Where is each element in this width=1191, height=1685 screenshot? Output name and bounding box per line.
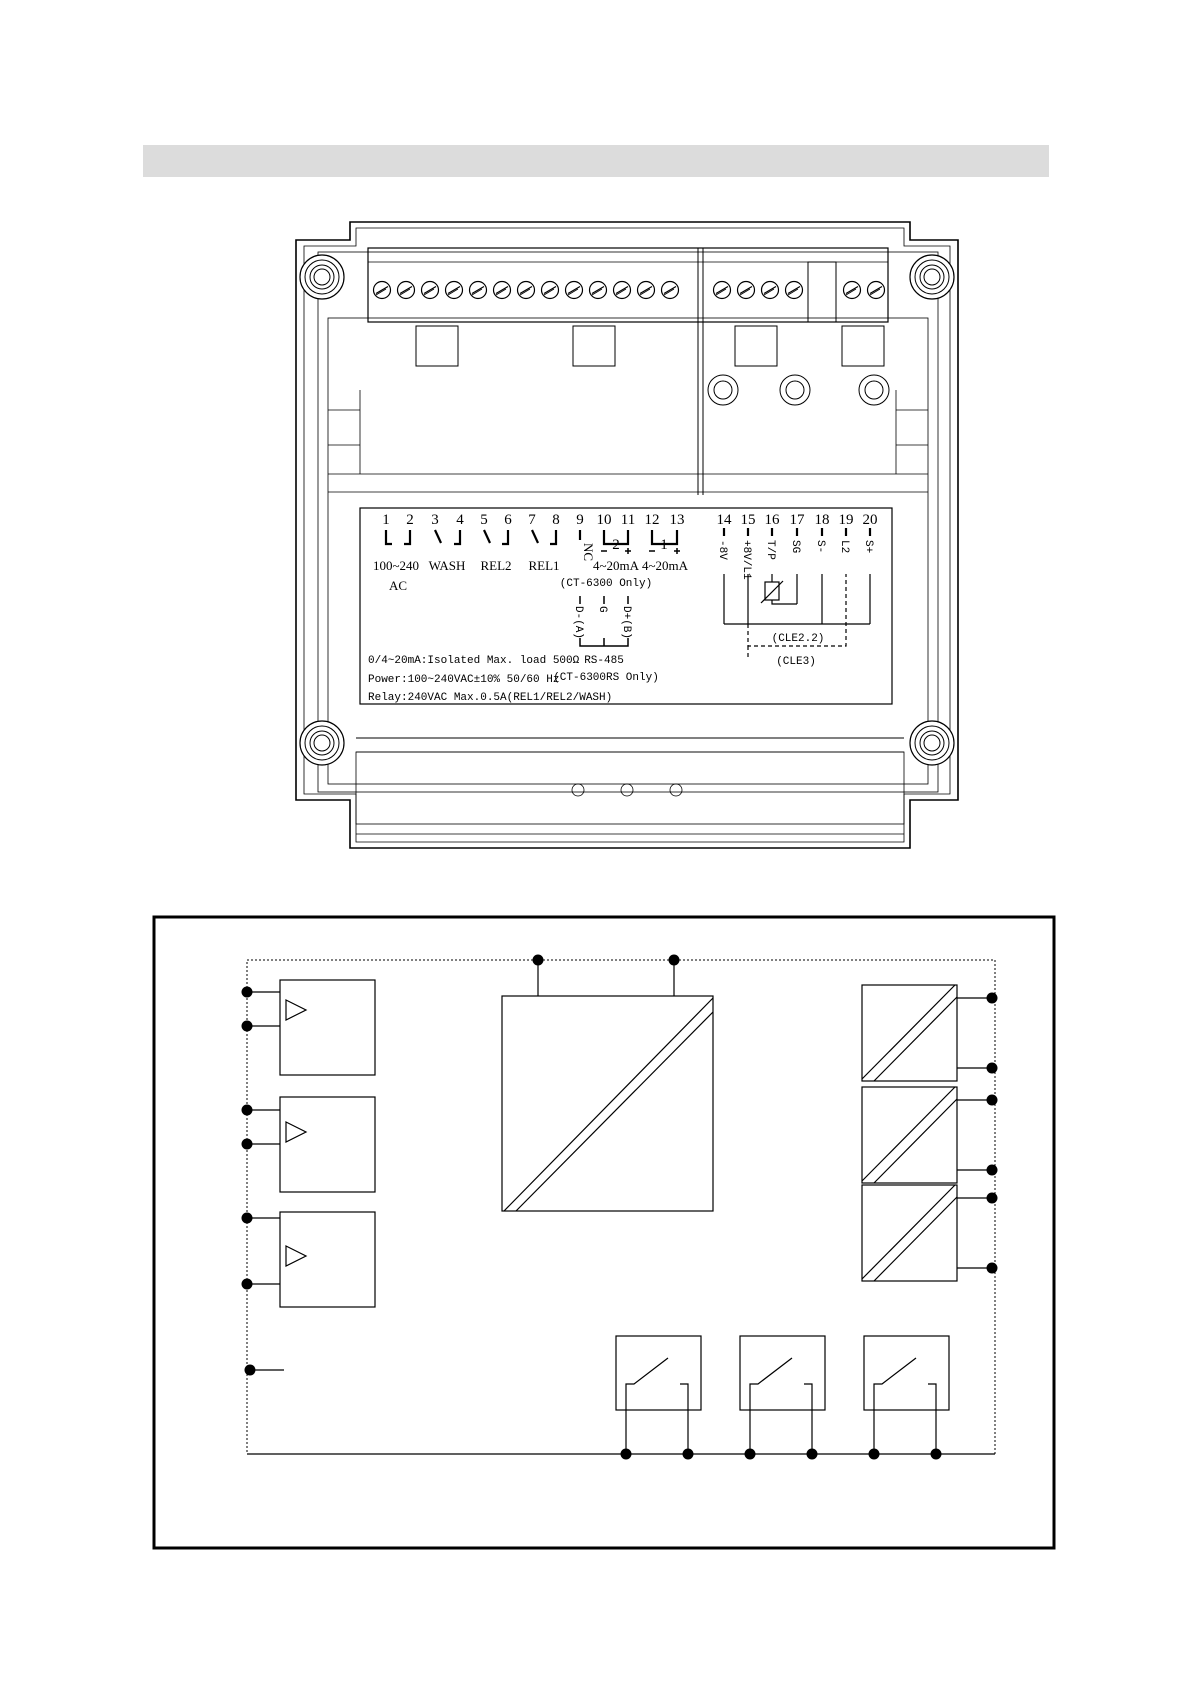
- terminal-dot: [745, 1449, 756, 1460]
- ct6300rs-only-label: (CT-6300RS Only): [553, 672, 659, 684]
- screw-icon: [714, 282, 731, 299]
- terminal-number: 7: [528, 512, 536, 528]
- screw-icon: [446, 282, 463, 299]
- terminal-16-label: T/P: [764, 540, 776, 560]
- terminal-number: 11: [621, 512, 635, 528]
- screw-icon: [494, 282, 511, 299]
- terminal-19-label: L2: [838, 540, 850, 553]
- screw-icon: [422, 282, 439, 299]
- terminal-number: 6: [504, 512, 512, 528]
- terminal-number: 4: [456, 512, 464, 528]
- terminal-number: 18: [815, 512, 830, 528]
- rs485-db-label: D+(B): [620, 606, 632, 639]
- terminal-dot: [987, 993, 998, 1004]
- terminal-dot: [869, 1449, 880, 1460]
- terminal-17-label: SG: [789, 540, 801, 553]
- rel1-label: REL1: [528, 558, 559, 573]
- screw-icon: [762, 282, 779, 299]
- terminal-dot: [533, 955, 544, 966]
- output-1-label: 4~20mA: [642, 558, 689, 573]
- terminal-number: 1: [382, 512, 390, 528]
- note-output-load: 0/4~20mA:Isolated Max. load 500Ω: [368, 655, 580, 667]
- power-ac-label: AC: [389, 578, 407, 593]
- block-diagram-frame: [154, 917, 1054, 1548]
- terminal-number: 12: [645, 512, 660, 528]
- corner-screw-icon: [910, 721, 954, 765]
- terminal-dot: [683, 1449, 694, 1460]
- screw-icon: [844, 282, 861, 299]
- corner-screw-icon: [300, 721, 344, 765]
- wash-label: WASH: [429, 558, 466, 573]
- terminal-dot: [987, 1095, 998, 1106]
- terminal-dot: [669, 955, 680, 966]
- screw-icon: [518, 282, 535, 299]
- screw-icon: [614, 282, 631, 299]
- screw-icon: [638, 282, 655, 299]
- note-power: Power:100~240VAC±10% 50/60 Hz: [368, 674, 559, 686]
- terminal-20-label: S+: [862, 540, 874, 553]
- rel2-label: REL2: [480, 558, 511, 573]
- rs485-label: RS-485: [584, 655, 624, 667]
- terminal-dot: [242, 1139, 253, 1150]
- screw-icon: [542, 282, 559, 299]
- rs485-g-label: G: [596, 606, 608, 613]
- terminal-14-label: -8V: [716, 540, 728, 560]
- terminal-dot: [987, 1165, 998, 1176]
- output-2-label: 4~20mA: [593, 558, 640, 573]
- terminal-number: 13: [670, 512, 685, 528]
- cle22-label: (CLE2.2): [772, 633, 825, 645]
- corner-screw-icon: [910, 255, 954, 299]
- terminal-number: 3: [431, 512, 439, 528]
- terminal-dot: [987, 1193, 998, 1204]
- terminal-number: 17: [790, 512, 806, 528]
- terminal-15-label: +8V/L1: [740, 540, 752, 580]
- terminal-number: 20: [863, 512, 878, 528]
- terminal-dot: [807, 1449, 818, 1460]
- screw-icon: [662, 282, 679, 299]
- screw-icon: [590, 282, 607, 299]
- screw-icon: [470, 282, 487, 299]
- terminal-18-label: S-: [814, 540, 826, 553]
- ct6300-only-label: (CT-6300 Only): [560, 578, 652, 590]
- terminal-dot: [242, 1021, 253, 1032]
- terminal-dot: [245, 1365, 256, 1376]
- terminal-number: 8: [552, 512, 560, 528]
- corner-screw-icon: [300, 255, 344, 299]
- output-1-number: 1: [660, 537, 668, 553]
- screw-icon: [868, 282, 885, 299]
- terminal-numbers: 1 2 3 4 5 6 7 8 9 10 11 12 13 14 15 16 1…: [382, 512, 877, 528]
- terminal-number: 9: [576, 512, 584, 528]
- screw-icon: [398, 282, 415, 299]
- terminal-number: 15: [741, 512, 756, 528]
- terminal-number: 2: [406, 512, 414, 528]
- screw-icon: [566, 282, 583, 299]
- screw-icon: [374, 282, 391, 299]
- screw-icon: [738, 282, 755, 299]
- terminal-number: 14: [717, 512, 733, 528]
- output-2-number: 2: [612, 537, 620, 553]
- note-relay: Relay:240VAC Max.0.5A(REL1/REL2/WASH): [368, 692, 612, 704]
- terminal-dot: [242, 1279, 253, 1290]
- screw-icon: [786, 282, 803, 299]
- terminal-dot: [621, 1449, 632, 1460]
- terminal-dot: [987, 1063, 998, 1074]
- terminal-dot: [987, 1263, 998, 1274]
- terminal-number: 10: [597, 512, 612, 528]
- cle3-label: (CLE3): [776, 656, 816, 668]
- terminal-number: 16: [765, 512, 781, 528]
- terminal-dot: [242, 1213, 253, 1224]
- terminal-dot: [242, 1105, 253, 1116]
- power-label: 100~240: [373, 558, 419, 573]
- terminal-number: 5: [480, 512, 488, 528]
- rs485-da-label: D-(A): [572, 606, 584, 639]
- terminal-dot: [242, 987, 253, 998]
- terminal-number: 19: [839, 512, 854, 528]
- terminal-dot: [931, 1449, 942, 1460]
